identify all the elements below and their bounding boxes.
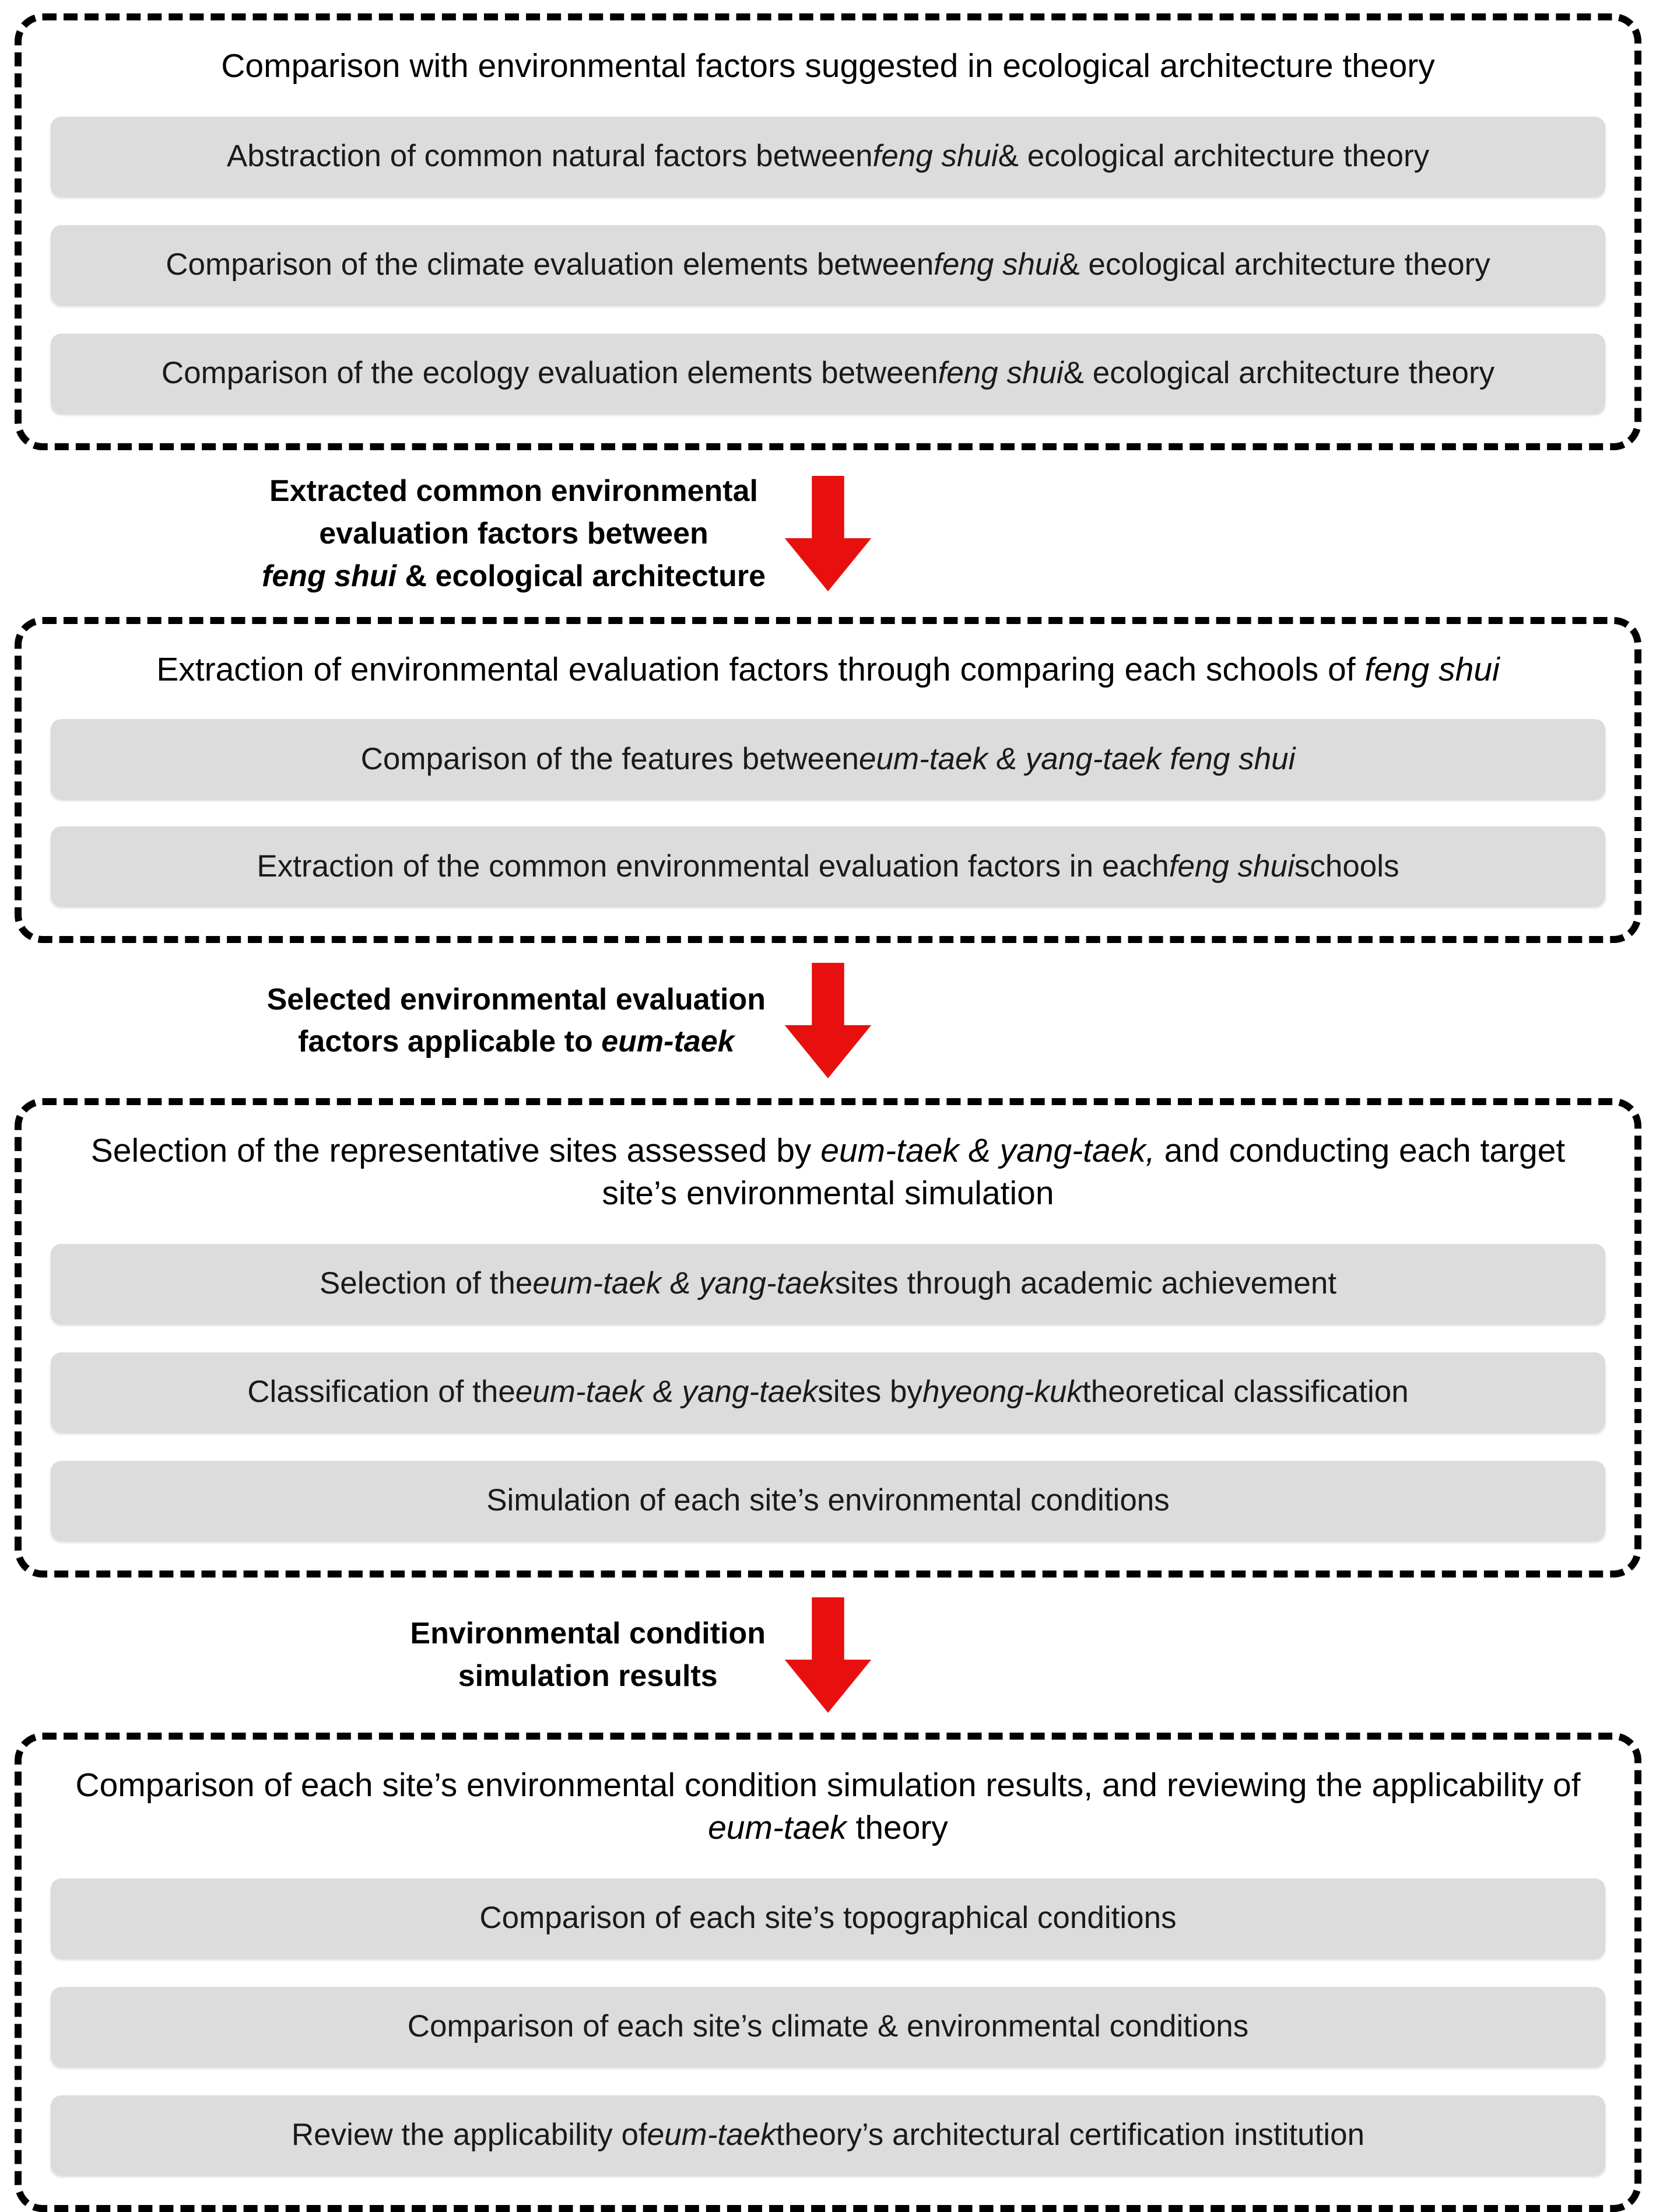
stage-step: Selection of the eum-taek & yang-taek si… (51, 1244, 1605, 1324)
stage-title: Extraction of environmental evaluation f… (156, 651, 1500, 689)
stage-step: Comparison of each site’s climate & envi… (51, 1987, 1605, 2067)
flowchart: Comparison with environmental factors su… (15, 13, 1641, 2212)
down-arrow-icon (784, 963, 872, 1079)
stage-box-4: Comparison of each site’s environmental … (15, 1733, 1641, 2212)
stage-title: Comparison with environmental factors su… (221, 47, 1435, 85)
stage-step: Comparison of the features between eum-t… (51, 719, 1605, 799)
stage-step: Abstraction of common natural factors be… (51, 116, 1605, 196)
stage-step: Simulation of each site’s environmental … (51, 1461, 1605, 1541)
stage-title: Comparison of each site’s environmental … (75, 1766, 1581, 1847)
stage-step: Comparison of the ecology evaluation ele… (51, 333, 1605, 413)
down-arrow-icon (784, 1597, 872, 1713)
connector-label: Extracted common environmental evaluatio… (262, 474, 766, 593)
stage-step: Comparison of the climate evaluation ele… (51, 225, 1605, 304)
stage-step: Classification of the eum-taek & yang-ta… (51, 1352, 1605, 1432)
stage-step: Extraction of the common environmental e… (51, 826, 1605, 906)
connector-label: Environmental condition simulation resul… (410, 1617, 766, 1694)
stage-step: Comparison of each site’s topographical … (51, 1878, 1605, 1958)
down-arrow-icon (784, 476, 872, 592)
stage-title: Selection of the representative sites as… (90, 1132, 1566, 1212)
connector-2: Selected environmental evaluation factor… (15, 943, 1641, 1098)
connector-3: Environmental condition simulation resul… (15, 1578, 1641, 1733)
stage-box-2: Extraction of environmental evaluation f… (15, 617, 1641, 944)
connector-label: Selected environmental evaluation factor… (266, 982, 766, 1059)
connector-1: Extracted common environmental evaluatio… (15, 450, 1641, 617)
stage-box-1: Comparison with environmental factors su… (15, 13, 1641, 450)
stage-box-3: Selection of the representative sites as… (15, 1098, 1641, 1578)
stage-step: Review the applicability of eum-taek the… (51, 2095, 1605, 2175)
